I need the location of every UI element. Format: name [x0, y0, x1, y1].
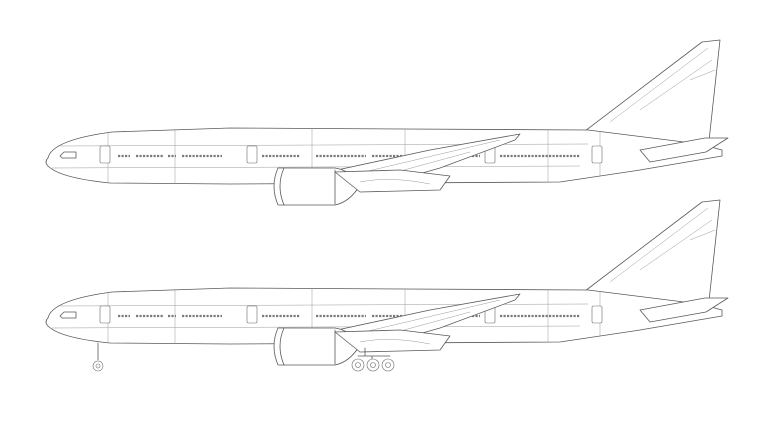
- aircraft-top-gear-up: [44, 38, 730, 207]
- main-landing-gear: [351, 347, 395, 372]
- aircraft-bottom-gear-down: [44, 198, 730, 372]
- nose-landing-gear: [92, 342, 104, 372]
